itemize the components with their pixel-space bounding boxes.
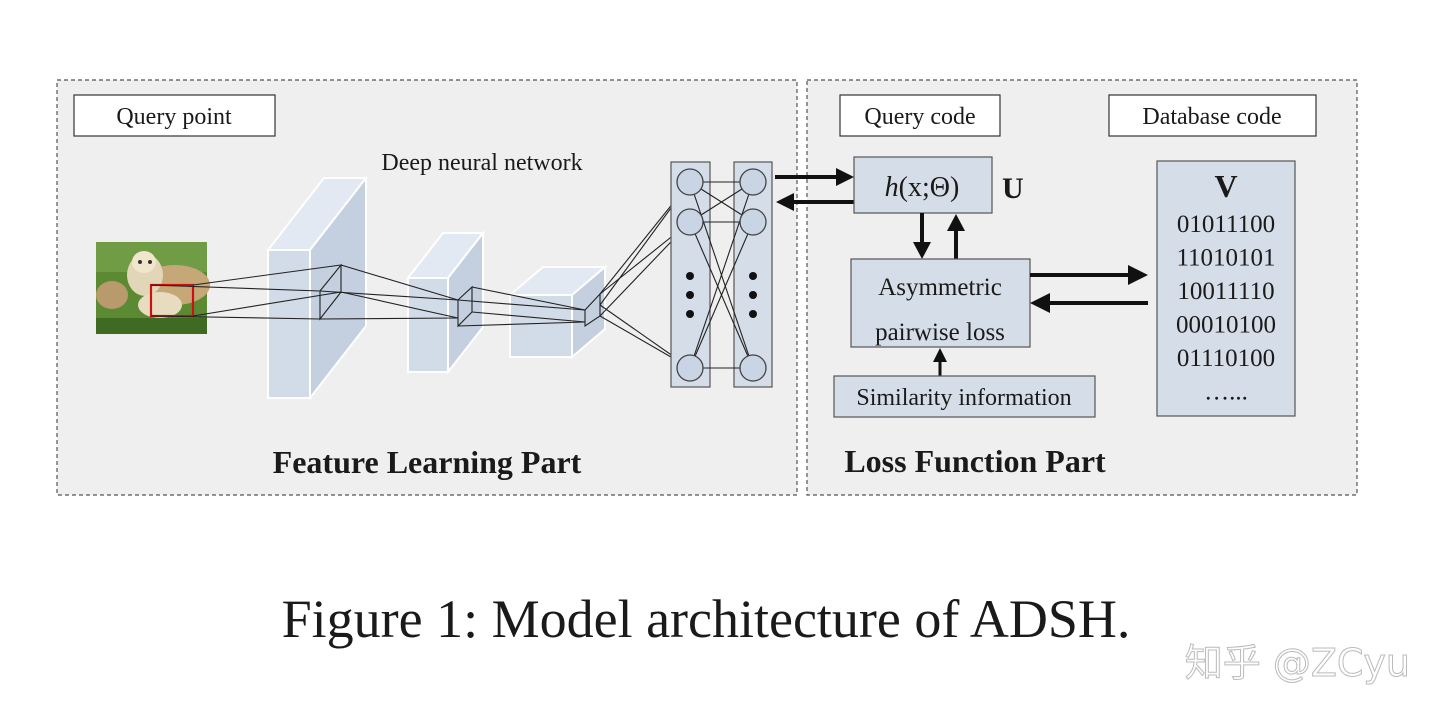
- conv-layer-3: [507, 264, 608, 360]
- figure-caption: Figure 1: Model architecture of ADSH.: [282, 589, 1131, 649]
- similarity-info-label: Similarity information: [856, 385, 1071, 411]
- hash-function-label: h(x;Θ): [885, 172, 960, 203]
- database-code-row: 01110100: [1177, 345, 1275, 372]
- conv-layer-2: [405, 230, 486, 375]
- database-code-box: [1108, 94, 1317, 137]
- fc-hash-arrows: [775, 168, 854, 211]
- deep-nn-label: Deep neural network: [381, 150, 582, 176]
- similarity-info-box: [833, 375, 1096, 418]
- database-code-row: 10011110: [1177, 278, 1274, 305]
- conv-layer-1: [265, 175, 369, 401]
- receptive-field-lines: [150, 181, 691, 369]
- database-code-row: 00010100: [1176, 312, 1276, 339]
- database-code-row: …...: [1204, 379, 1248, 406]
- hash-loss-arrows: [913, 213, 965, 259]
- watermark-text: 知乎 @ZCyu: [1185, 641, 1410, 685]
- u-symbol: U: [1002, 172, 1024, 205]
- loss-database-arrows: [1030, 265, 1148, 313]
- fc-nodes: [676, 168, 767, 382]
- query-point-box: [73, 94, 276, 137]
- loss-function-title: Loss Function Part: [844, 443, 1106, 479]
- database-code-rows: 01011100 11010101 10011110 00010100 01110100…: [1176, 211, 1276, 406]
- database-code-matrix: [1156, 160, 1296, 417]
- v-symbol: V: [1214, 168, 1237, 204]
- database-code-row: 11010101: [1176, 245, 1275, 272]
- similarity-arrow: [933, 348, 947, 376]
- query-point-label: Query point: [116, 104, 232, 130]
- database-code-label: Database code: [1142, 104, 1281, 130]
- query-code-label: Query code: [864, 104, 975, 130]
- asym-loss-line1: Asymmetric: [878, 274, 1002, 301]
- database-code-row: 01011100: [1177, 211, 1275, 238]
- asym-loss-line2: pairwise loss: [875, 319, 1005, 346]
- query-code-box: [839, 94, 1001, 137]
- feature-learning-title: Feature Learning Part: [273, 444, 582, 480]
